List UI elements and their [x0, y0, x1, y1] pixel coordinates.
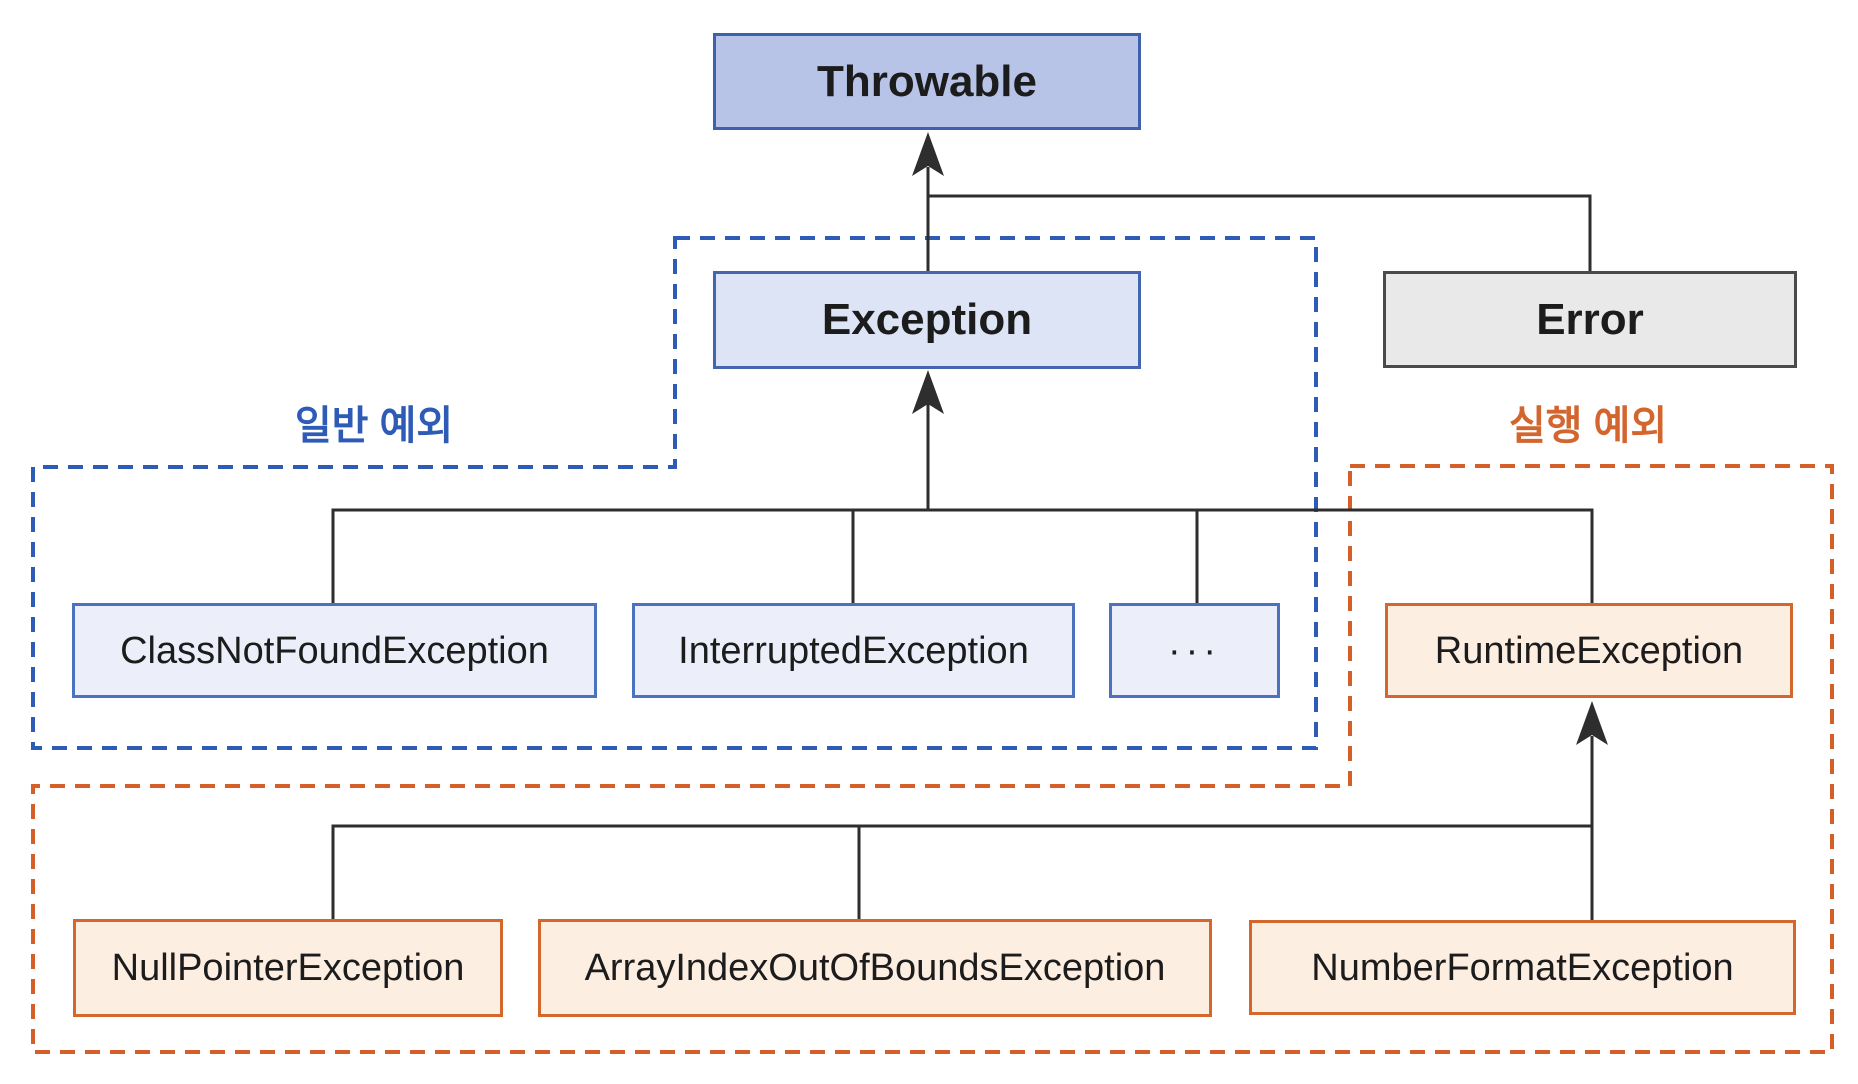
arrow-up-to-exception-icon [912, 370, 944, 414]
node-other-exceptions-ellipsis: ··· [1109, 603, 1280, 698]
node-null-pointer-exception: NullPointerException [73, 919, 503, 1017]
edge-throwable-children [926, 167, 1592, 271]
edge-runtime-exception-children [331, 736, 1594, 920]
node-runtime-exception-label: RuntimeException [1434, 629, 1744, 672]
node-throwable: Throwable [713, 33, 1141, 130]
node-error-label: Error [1536, 294, 1644, 344]
arrow-up-to-throwable-icon [912, 132, 944, 176]
node-null-pointer-exception-label: NullPointerException [111, 947, 465, 989]
node-interrupted-exception: InterruptedException [632, 603, 1075, 698]
node-throwable-label: Throwable [816, 56, 1038, 106]
node-exception-label: Exception [821, 295, 1033, 344]
label-runtime-exceptions: 실행 예외 [1508, 404, 1668, 448]
runtime-exception-region-outline [31, 464, 1834, 1054]
general-exception-region-outline [31, 236, 1318, 750]
node-number-format-exception: NumberFormatException [1249, 920, 1796, 1015]
node-array-index-out-of-bounds-exception-label: ArrayIndexOutOfBoundsException [584, 947, 1166, 989]
node-runtime-exception: RuntimeException [1385, 603, 1793, 698]
arrow-up-to-runtime-exception-icon [1576, 701, 1608, 745]
node-array-index-out-of-bounds-exception: ArrayIndexOutOfBoundsException [538, 919, 1212, 1017]
node-other-exceptions-ellipsis-label: ··· [1168, 629, 1221, 672]
node-interrupted-exception-label: InterruptedException [678, 629, 1029, 672]
node-error: Error [1383, 271, 1797, 368]
node-number-format-exception-label: NumberFormatException [1311, 946, 1734, 989]
edge-exception-children [331, 404, 1594, 603]
label-general-exceptions: 일반 예외 [294, 404, 454, 448]
node-class-not-found-exception-label: ClassNotFoundException [120, 629, 549, 672]
node-class-not-found-exception: ClassNotFoundException [72, 603, 597, 698]
node-exception: Exception [713, 271, 1141, 369]
